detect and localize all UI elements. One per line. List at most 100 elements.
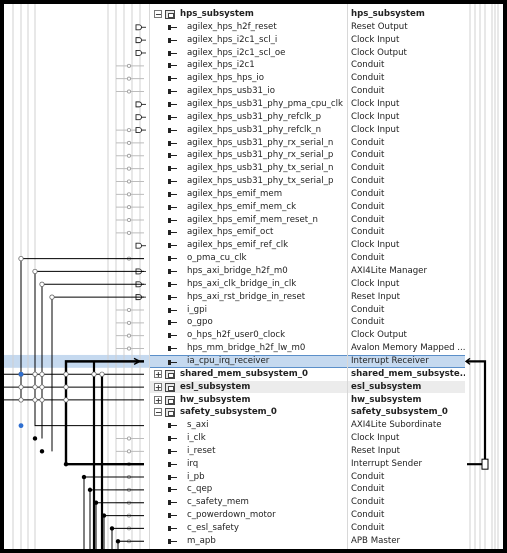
connection-dot [127,128,132,133]
interface-port-icon [168,230,177,236]
interface-port-icon [168,140,177,146]
connection-dot [63,461,69,467]
interface-port-icon [168,191,177,197]
interface-description: Conduit [351,150,385,161]
interface-description: Conduit [351,188,385,199]
component-row[interactable]: +shared_mem_subsystem_0 [150,368,348,381]
interface-row[interactable]: i_reset [150,445,348,458]
connection-dot [99,371,105,377]
interface-description: Clock Input [351,240,400,251]
interface-row[interactable]: o_hps_h2f_user0_clock [150,329,348,342]
interface-description: Conduit [351,317,385,328]
connection-dot [32,371,38,377]
connection-dot [39,384,45,390]
interface-row[interactable]: agilex_hps_usb31_phy_tx_serial_n [150,162,348,175]
component-row[interactable]: +esl_subsystem [150,380,348,394]
connection-graph[interactable] [4,4,149,549]
component-icon [165,369,175,379]
interface-name: agilex_hps_i2c1_scl_i [187,34,278,45]
interface-row[interactable]: c_powerdown_motor [150,509,348,522]
interface-row[interactable]: agilex_hps_emif_mem_ck [150,201,348,214]
interface-row[interactable]: o_gpo [150,316,348,329]
export-port-icon [135,127,142,134]
component-name: hw_subsystem [180,394,251,405]
interface-row[interactable]: agilex_hps_i2c1 [150,59,348,72]
interface-row[interactable]: agilex_hps_usb31_phy_refclk_n [150,124,348,137]
interface-row[interactable]: agilex_hps_emif_mem_reset_n [150,214,348,227]
interface-row[interactable]: i_pb [150,471,348,484]
expand-icon[interactable]: + [154,369,162,379]
interface-row[interactable]: hps_mm_bridge_h2f_lw_m0 [150,342,348,355]
description-cell: Conduit [348,188,466,201]
interface-row[interactable]: i_clk [150,432,348,445]
arrow-icon [465,357,471,365]
interface-row[interactable]: i_gpi [150,304,348,317]
export-port-icon [135,101,142,108]
connection-dot [115,539,121,544]
connection-dot [39,371,45,377]
interface-name: agilex_hps_i2c1 [187,60,255,71]
component-row[interactable]: −hps_subsystem [150,8,348,21]
connections-column[interactable] [4,4,149,549]
interface-row[interactable]: agilex_hps_i2c1_scl_i [150,34,348,47]
interface-row[interactable]: c_esl_safety [150,522,348,535]
interface-row[interactable]: agilex_hps_usb31_io [150,85,348,98]
connection-dot [18,255,24,262]
description-cell: Conduit [348,72,466,85]
description-cell: Conduit [348,59,466,72]
interface-row[interactable]: irq [150,458,348,471]
interface-row[interactable]: hps_axi_bridge_h2f_m0 [150,265,348,278]
connection-dot [49,294,55,300]
description-cell: Conduit [348,214,466,227]
interface-row[interactable]: agilex_hps_usb31_phy_rx_serial_n [150,137,348,150]
interface-port-icon [168,204,177,210]
interface-row[interactable]: c_safety_mem [150,496,348,509]
interface-row[interactable]: agilex_hps_emif_ref_clk [150,239,348,252]
description-cell: Conduit [348,137,466,150]
description-cell: hw_subsystem [348,394,466,407]
component-row[interactable]: + hw_subsystem [150,394,348,407]
interface-description: APB Master [351,535,401,546]
interface-row[interactable]: agilex_hps_hps_io [150,72,348,85]
interface-row[interactable]: ia_cpu_irq_receiver [150,354,348,368]
collapse-icon[interactable]: − [154,10,162,19]
export-port-icon [135,114,142,121]
export-port-icon [135,50,142,56]
interface-name: agilex_hps_usb31_phy_tx_serial_n [187,163,334,174]
interface-description: Avalon Memory Mapped ... [351,343,466,354]
interface-row[interactable]: agilex_hps_usb31_phy_rx_serial_p [150,149,348,162]
interface-description: Interrupt Sender [351,458,423,469]
component-row[interactable]: −safety_subsystem_0 [150,406,348,419]
interface-row[interactable]: hps_axi_clk_bridge_in_clk [150,278,348,291]
interface-row[interactable]: agilex_hps_i2c1_scl_oe [150,47,348,60]
interface-port-icon [168,76,177,82]
export-graph[interactable] [465,4,503,549]
interface-row[interactable]: s_axi [150,419,348,432]
interface-row[interactable]: agilex_hps_emif_oct [150,226,348,239]
interface-row[interactable]: agilex_hps_usb31_phy_refclk_p [150,111,348,124]
interface-row[interactable]: agilex_hps_emif_mem [150,188,348,201]
interface-row[interactable]: m_apb [150,535,348,548]
description-cell: Clock Input [348,278,466,291]
interface-name: agilex_hps_usb31_phy_pma_cpu_clk [187,98,343,109]
description-cell: Clock Input [348,432,466,445]
interface-row[interactable]: o_pma_cu_clk [150,252,348,265]
description-cell: safety_subsystem_0 [348,406,466,419]
export-port-icon [135,242,142,249]
connection-dot [127,63,132,68]
interface-description: Conduit [351,60,385,71]
interface-row[interactable]: agilex_hps_usb31_phy_pma_cpu_clk [150,98,348,111]
interface-row[interactable]: agilex_hps_h2f_reset [150,21,348,34]
interface-row[interactable]: agilex_hps_usb31_phy_tx_serial_p [150,175,348,188]
interface-description: Conduit [351,510,385,521]
expand-icon[interactable]: + [154,382,162,392]
interface-row[interactable]: hps_axi_rst_bridge_in_reset [150,291,348,304]
interface-description: Conduit [351,304,385,315]
interface-row[interactable]: c_qep [150,483,348,496]
expand-icon[interactable]: + [154,395,162,405]
connection-dot [18,397,24,403]
interface-name: o_gpo [187,317,213,328]
export-column[interactable] [465,4,503,549]
collapse-icon[interactable]: − [154,408,162,418]
description-cell: Clock Input [348,124,466,137]
